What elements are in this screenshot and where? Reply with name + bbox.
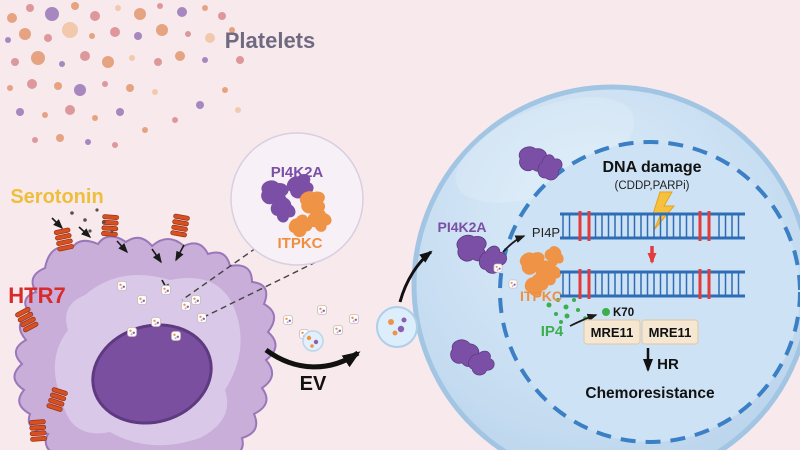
callout-pi4k2a-label: PI4K2A	[271, 164, 324, 181]
serotonin-label: Serotonin	[10, 186, 103, 208]
cell-itpkc-label: ITPKC	[520, 288, 562, 304]
ev-vesicle-small	[302, 330, 324, 352]
dna-strand-bottom	[560, 269, 745, 299]
mre11-right-label: MRE11	[649, 325, 692, 340]
htr7-label: HTR7	[8, 283, 65, 308]
hr-label: HR	[657, 356, 679, 373]
platelet-nucleus	[91, 323, 213, 425]
dna-strand-top	[560, 211, 745, 241]
k70-label: K70	[613, 307, 634, 319]
recipient-cell-contents	[445, 143, 745, 379]
ip4-molecules	[546, 298, 587, 324]
platelets-label: Platelets	[225, 28, 316, 53]
platelet-particles	[5, 2, 244, 148]
ev-export	[264, 250, 433, 370]
pi4k2a-to-pi4p-arrow	[502, 235, 526, 253]
ev-arrow	[264, 347, 361, 370]
ev-label: EV	[300, 373, 327, 395]
mre11-box-right	[641, 319, 699, 345]
ev-vesicle-large	[376, 306, 418, 348]
mre11-left-label: MRE11	[591, 325, 634, 340]
dna-damage-agents: (CDDP,PARPi)	[615, 180, 690, 192]
chemoresistance-label: Chemoresistance	[585, 385, 715, 402]
uptake-arrow	[398, 250, 433, 303]
platelet-cell	[13, 208, 277, 450]
dna-damage-title: DNA damage	[603, 159, 702, 176]
mre11-box-left	[583, 319, 641, 345]
callout-bubble	[181, 132, 364, 317]
cell-pi4k2a-label: PI4K2A	[437, 219, 486, 235]
k70-dot	[602, 308, 610, 316]
ip4-label: IP4	[541, 323, 564, 340]
ip4-to-k70-arrow	[569, 313, 598, 327]
callout-itpkc-label: ITPKC	[278, 235, 323, 252]
pi4p-label: PI4P	[532, 225, 560, 240]
